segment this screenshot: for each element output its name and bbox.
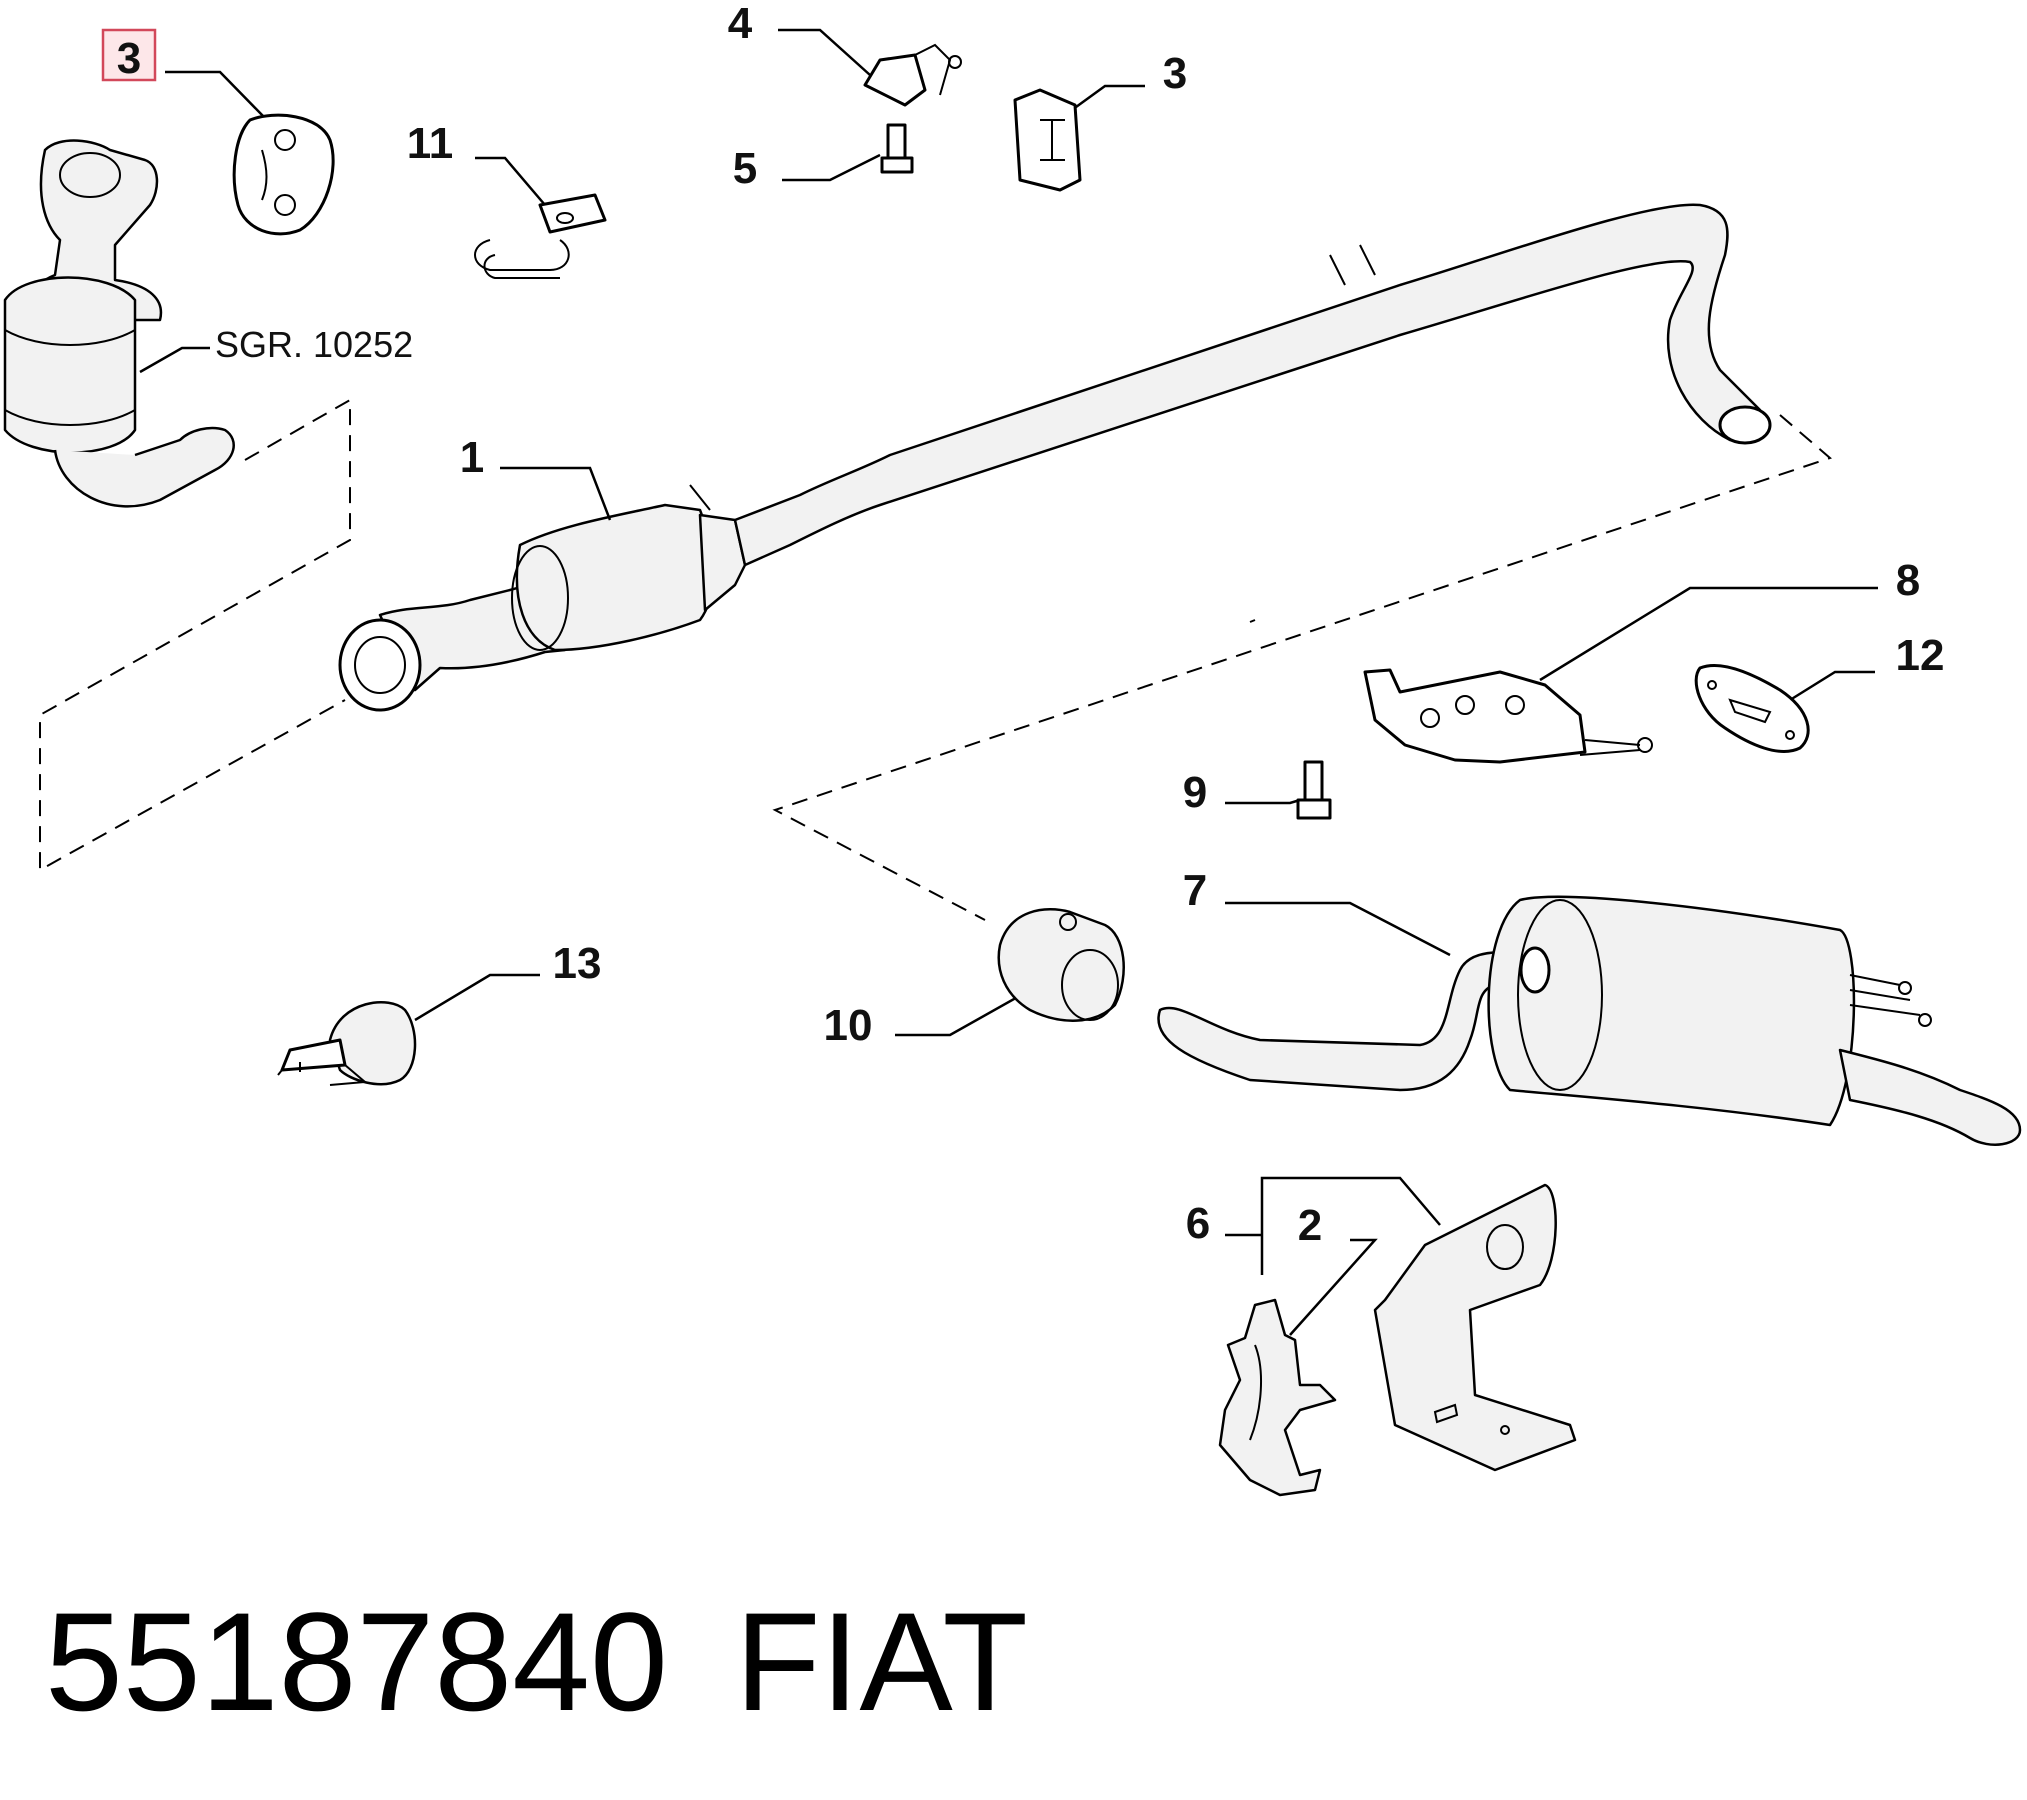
- bracket-part-4: [863, 43, 962, 107]
- label-3-highlighted: 3: [117, 34, 141, 83]
- label-10: 10: [824, 1001, 873, 1050]
- label-7: 7: [1183, 866, 1207, 915]
- label-2: 2: [1298, 1201, 1322, 1250]
- clip-part-2: [1218, 1298, 1337, 1497]
- catalytic-converter-reference: SGR. 10252: [3, 139, 413, 508]
- callout-7[interactable]: 7: [1183, 866, 1451, 957]
- clamp-part-10: [997, 908, 1125, 1022]
- callout-8[interactable]: 8: [1539, 556, 1920, 682]
- part-number: 55187840: [45, 1583, 668, 1740]
- bolt-part-9: [1296, 760, 1332, 820]
- callout-12[interactable]: 12: [1789, 631, 1945, 702]
- label-3: 3: [1163, 49, 1187, 98]
- clamp-bracket-part-13: [277, 1001, 417, 1086]
- sgr-reference-label: SGR. 10252: [215, 324, 413, 365]
- callout-10[interactable]: 10: [824, 988, 1031, 1050]
- bolt-part-5: [880, 123, 914, 174]
- callout-2[interactable]: 2: [1289, 1201, 1378, 1336]
- label-13: 13: [553, 939, 602, 988]
- mounting-bracket-part-6: [1373, 1183, 1577, 1472]
- callout-5[interactable]: 5: [733, 144, 881, 193]
- bracket-part-8: [1363, 668, 1653, 764]
- label-8: 8: [1896, 556, 1920, 605]
- u-bolt-part-11: [474, 193, 607, 279]
- callout-6[interactable]: 6: [1186, 1176, 1441, 1275]
- label-11: 11: [407, 119, 454, 168]
- label-9: 9: [1183, 768, 1207, 817]
- callout-3[interactable]: 3: [1064, 49, 1187, 117]
- callout-1[interactable]: 1: [460, 433, 612, 521]
- label-1: 1: [460, 433, 484, 482]
- label-4: 4: [728, 0, 753, 48]
- label-5: 5: [733, 144, 757, 193]
- callout-3-highlighted[interactable]: 3: [101, 28, 266, 119]
- gasket-part-12: [1694, 663, 1810, 753]
- callout-11[interactable]: 11: [407, 119, 546, 206]
- callout-13[interactable]: 13: [414, 939, 602, 1022]
- brand-name: FIAT: [735, 1583, 1028, 1740]
- label-12: 12: [1896, 631, 1945, 680]
- rear-muffler-part-7: [1157, 895, 2022, 1146]
- rubber-hanger-part-3b: [1013, 88, 1082, 192]
- front-pipe-silencer-part-1: [338, 203, 1772, 712]
- callout-4[interactable]: 4: [728, 0, 871, 76]
- callout-9[interactable]: 9: [1183, 768, 1301, 817]
- label-6: 6: [1186, 1199, 1210, 1248]
- dashed-boundary-right: [772, 414, 1832, 921]
- rubber-hanger-part-3a: [232, 113, 335, 236]
